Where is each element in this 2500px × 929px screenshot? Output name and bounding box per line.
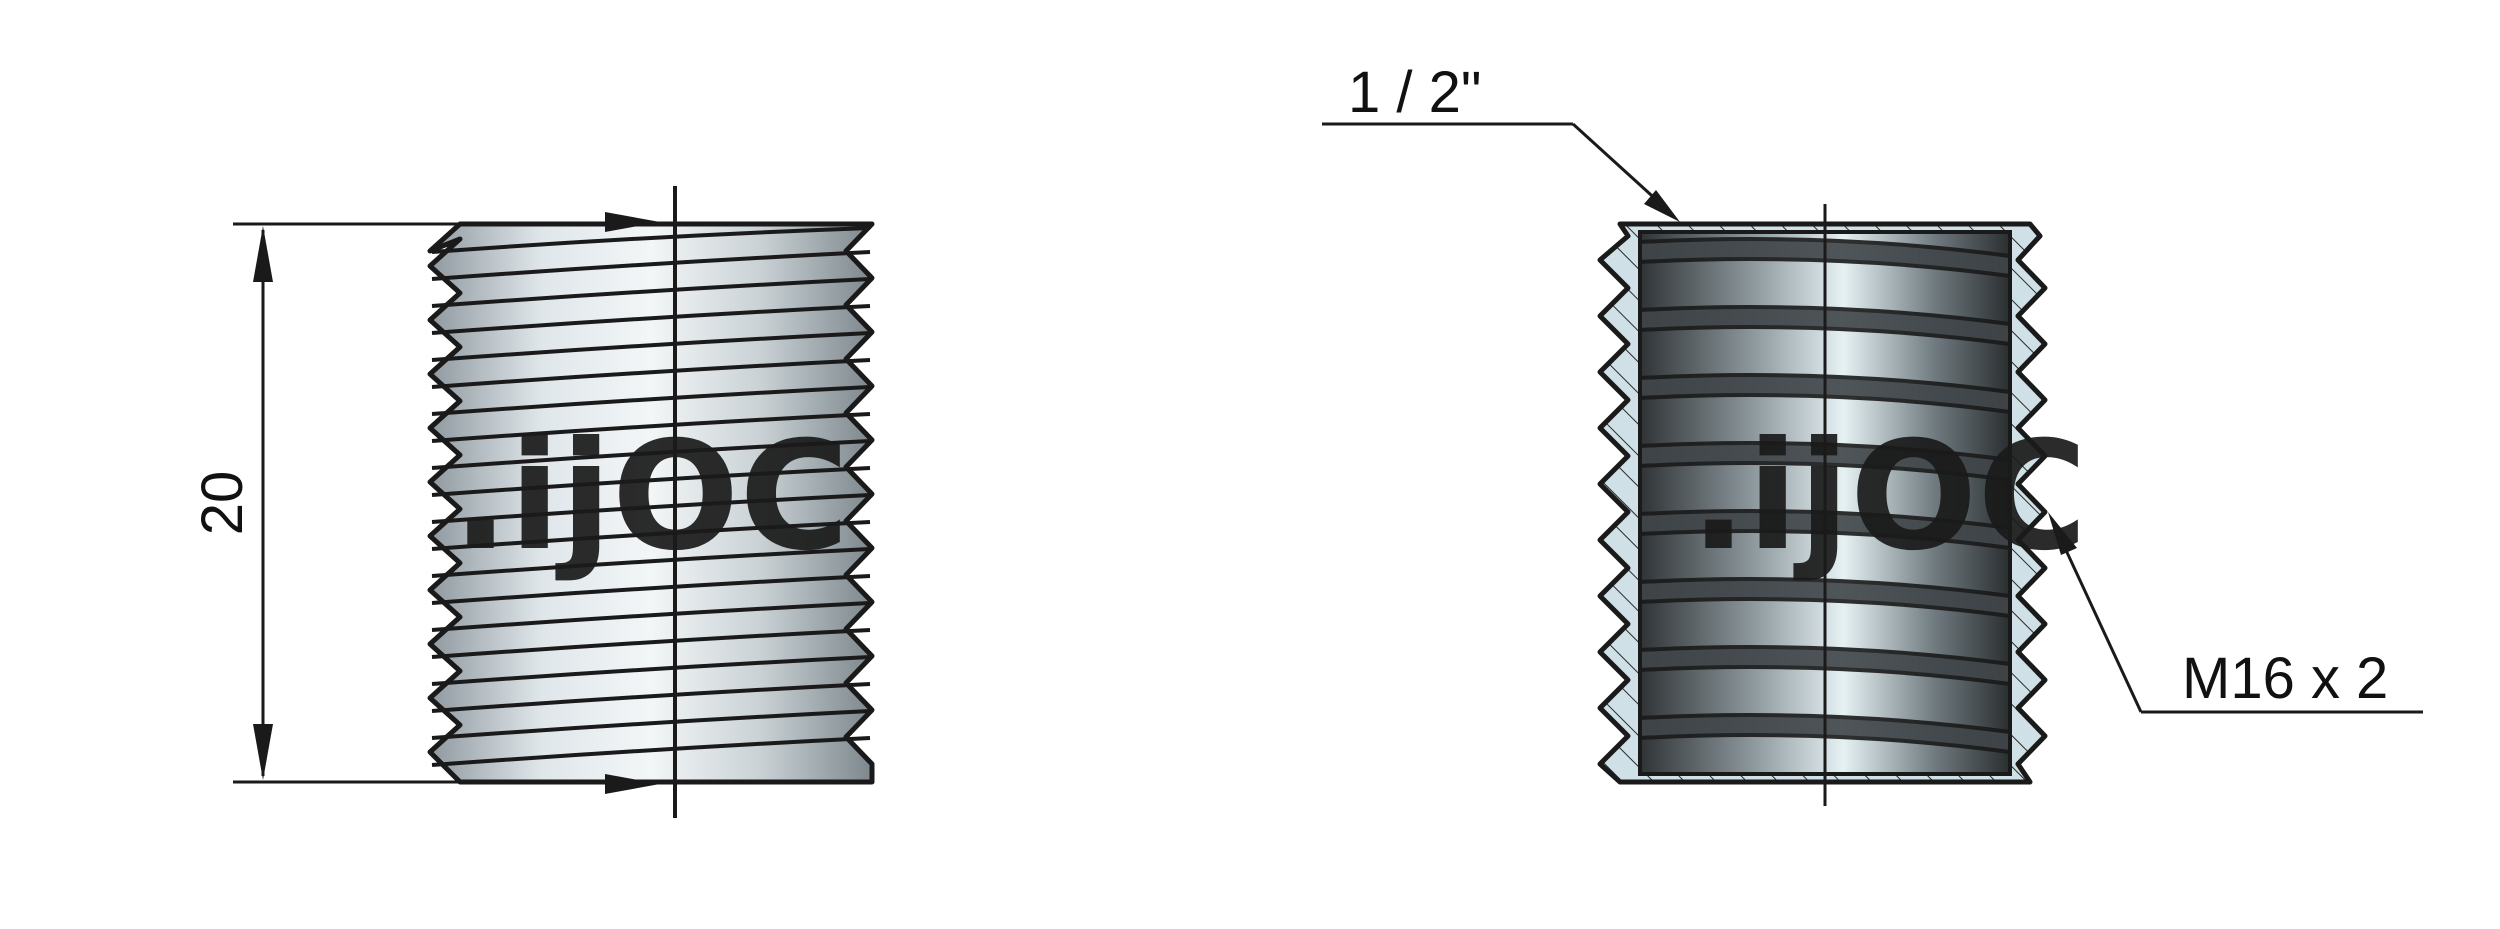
left-insert-thread-lines <box>431 226 871 767</box>
left-insert-bottom-arrow <box>605 774 660 794</box>
right-insert-watermark: .ijOC <box>1690 410 2087 584</box>
metric-thread-callout: M16 x 2 <box>2048 512 2423 714</box>
left-insert-watermark: .ijOC <box>452 410 849 584</box>
left-insert-top-arrow <box>605 212 660 232</box>
metric-thread-label: M16 x 2 <box>2182 646 2388 711</box>
pipe-thread-label: 1 / 2" <box>1348 60 1481 125</box>
right-threaded-insert: .ijOC <box>1597 204 2087 806</box>
height-dimension-value: 20 <box>190 471 255 536</box>
metric-thread-leader-arrow <box>2048 512 2077 555</box>
pipe-thread-callout: 1 / 2" <box>1322 60 1680 222</box>
left-threaded-insert: .ijOC <box>427 186 875 818</box>
dimension-arrow-top <box>253 226 273 282</box>
pipe-thread-leader-arrow <box>1644 190 1680 222</box>
height-dimension: 20 <box>190 222 460 784</box>
dimension-arrow-bottom <box>253 724 273 780</box>
